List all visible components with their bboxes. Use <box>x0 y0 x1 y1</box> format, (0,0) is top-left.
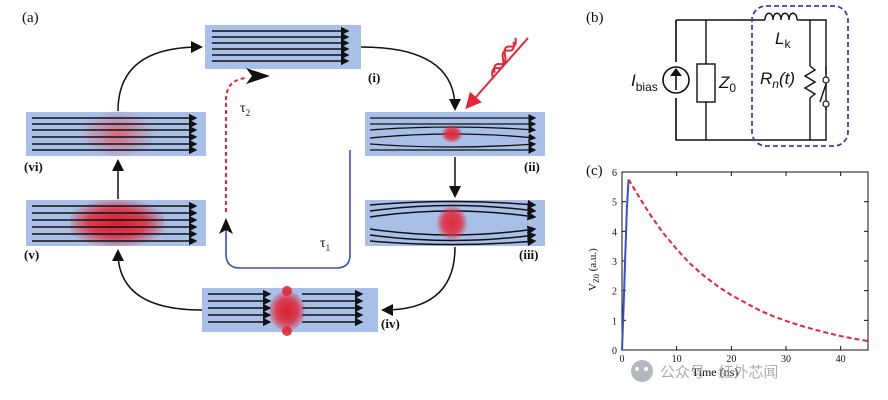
series-line-dashed <box>627 178 869 343</box>
switch-contact-top <box>822 76 830 84</box>
switch-contact-bottom <box>822 100 830 108</box>
tau1-label: τ1 <box>320 236 330 253</box>
stage-label-v: (v) <box>24 247 39 262</box>
y-tick-label: 5 <box>612 198 617 209</box>
tau2-curve <box>225 77 247 212</box>
watermark: 公众号 · 红外芯闻 <box>631 360 778 382</box>
circuit <box>675 19 827 141</box>
stage-label-vi: (vi) <box>24 159 43 174</box>
y-tick-label: 0 <box>612 346 617 357</box>
hotspot-iii <box>436 205 468 241</box>
y-tick-label: 6 <box>612 168 617 179</box>
lk-label: Lk <box>775 29 791 51</box>
panel-c-label: (c) <box>586 163 603 179</box>
hotspot-ii <box>441 125 463 143</box>
inductor-icon <box>764 12 800 21</box>
stage-label-ii: (ii) <box>524 159 540 174</box>
nanowire-dashed-box <box>751 5 849 147</box>
y-tick-label: 3 <box>612 257 617 268</box>
strip-iii <box>365 199 545 247</box>
y-axis-label: VZ0 (a.u.) <box>587 248 601 291</box>
ibias-label: Ibias <box>631 71 658 94</box>
strip-v <box>26 200 206 246</box>
x-tick-label: 0 <box>620 354 625 365</box>
x-tick-label: 40 <box>836 354 846 365</box>
chart-frame <box>621 171 869 351</box>
tau2-label: τ2 <box>240 101 250 118</box>
x-axis-label: Time (ns) <box>692 365 739 379</box>
panel-a-label: (a) <box>22 10 39 26</box>
strip-ii <box>365 112 545 156</box>
tau1-arrowhead <box>219 218 233 234</box>
x-tick-label: 10 <box>672 354 682 365</box>
current-source-icon <box>662 62 690 98</box>
z0-label: Z0 <box>718 73 736 95</box>
stage-label-i: (i) <box>368 70 380 85</box>
tau1-curve <box>225 150 351 269</box>
tau2-arrowhead <box>246 68 270 84</box>
y-tick-label: 4 <box>612 227 617 238</box>
strip-iv <box>202 286 378 336</box>
stage-label-iv: (iv) <box>381 316 400 331</box>
photon-arrow <box>465 37 529 109</box>
y-tick-label: 1 <box>612 316 617 327</box>
hotspot-iv <box>269 291 305 331</box>
watermark-text: 公众号 · 红外芯闻 <box>660 364 778 381</box>
strip-vi <box>26 110 206 158</box>
panel-b-label: (b) <box>586 10 604 26</box>
cycle-arrows <box>112 41 461 316</box>
strip-i <box>205 25 361 69</box>
series-line-solid <box>621 179 630 351</box>
stage-label-iii: (iii) <box>519 247 539 262</box>
x-tick-label: 30 <box>781 354 791 365</box>
rn-label: Rn(t) <box>760 69 795 91</box>
x-tick-label: 20 <box>726 354 736 365</box>
y-tick-label: 2 <box>612 287 617 298</box>
